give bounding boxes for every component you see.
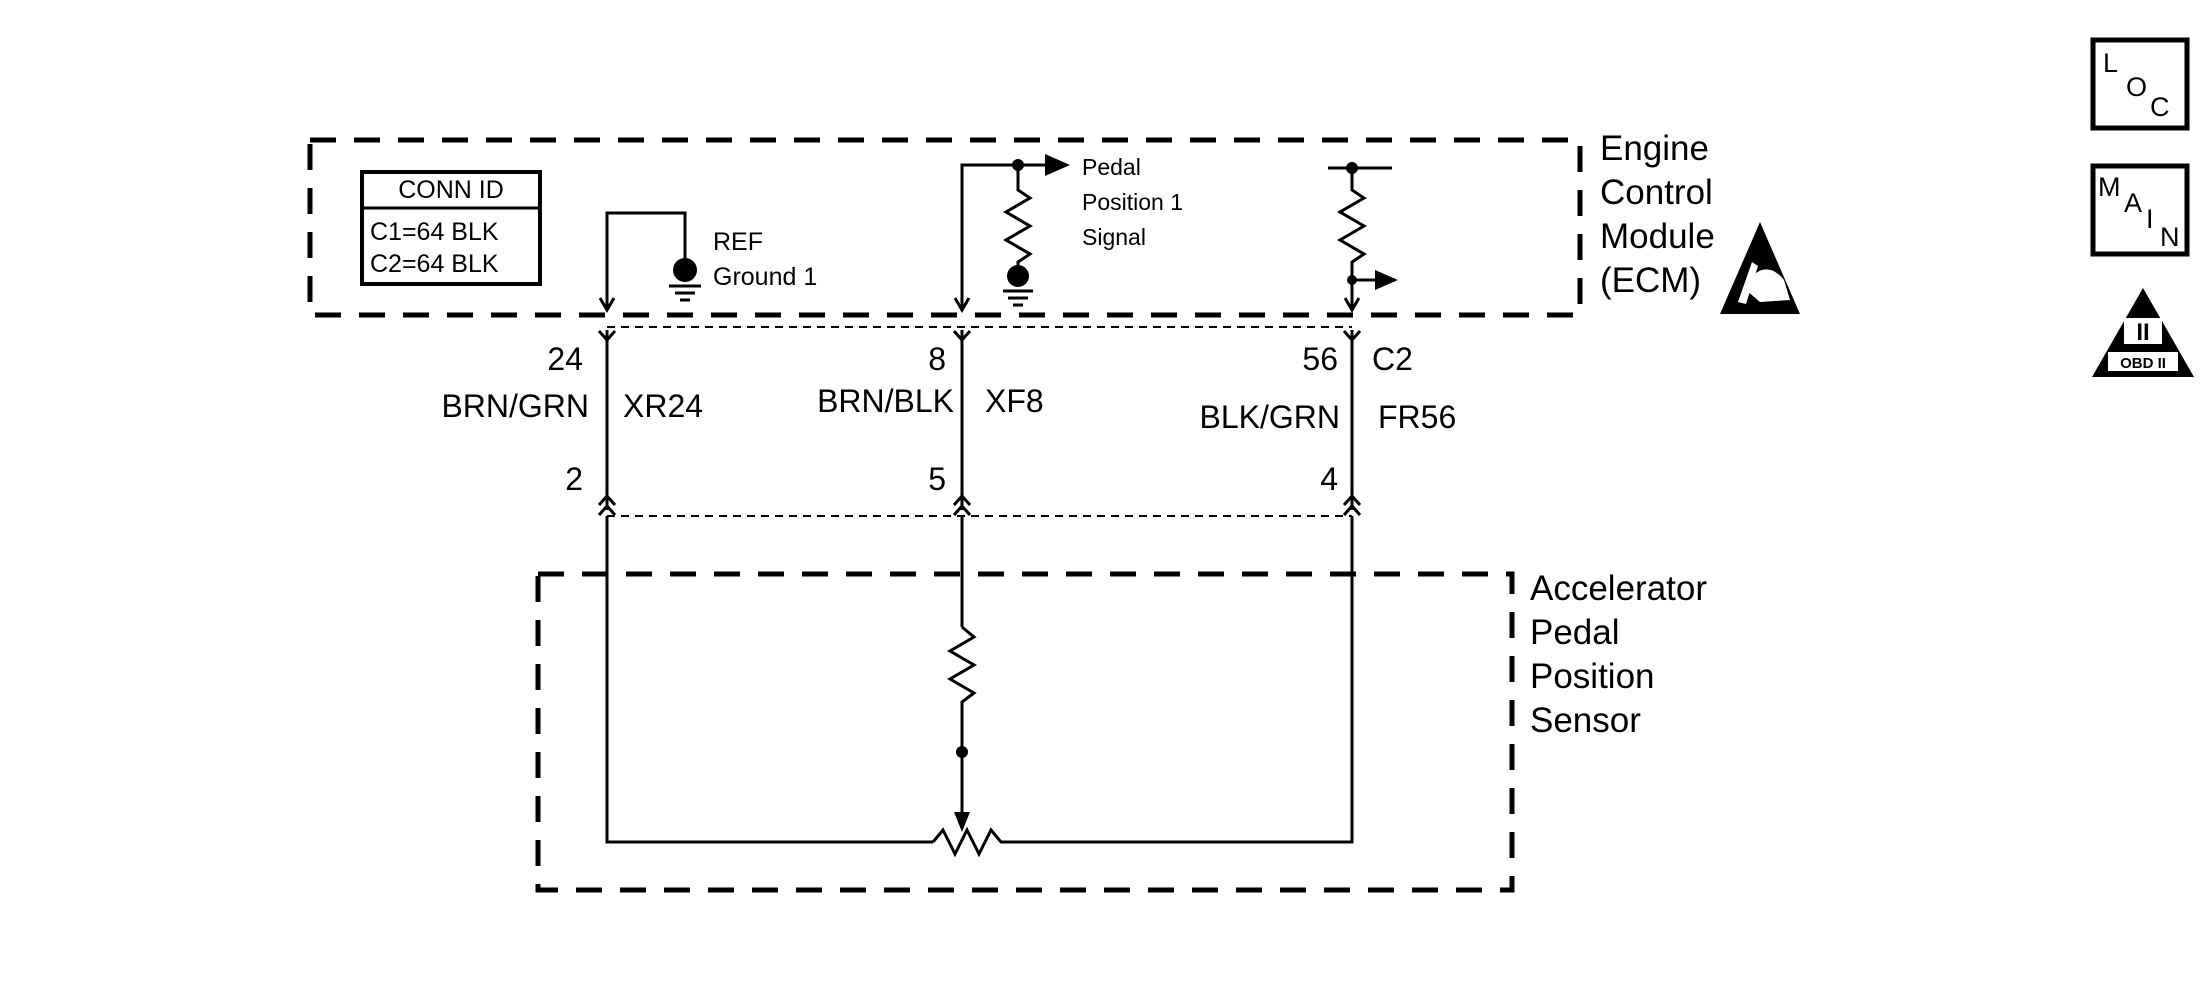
main-icon-letter: I [2146,204,2154,234]
main-icon-letter: M [2098,172,2121,202]
harness-wires [597,326,1362,517]
pedal-signal-label-line: Pedal [1082,154,1141,180]
circuit-id: XF8 [985,383,1044,419]
circuit-56-labels: 56 C2 BLK/GRN FR56 4 [1200,341,1457,497]
sensor-pin-number: 5 [928,461,946,497]
connector-name: C2 [1372,341,1413,377]
ref-ground-label: REF Ground 1 [713,228,817,291]
loc-icon-letter: C [2150,92,2170,122]
sensor-pin-number: 2 [565,461,583,497]
obd-ii-icon[interactable]: II OBD II [2092,288,2194,377]
obd-ii-numeral: II [2136,319,2149,346]
pin-56-internal-circuit [1328,162,1398,313]
ecm-pin-number: 56 [1302,341,1338,377]
wire-color: BRN/GRN [441,388,589,424]
sensor-label-line: Accelerator [1530,569,1707,608]
main-icon-letter: A [2124,188,2142,218]
conn-id-row: C2=64 BLK [370,250,499,278]
ecm-pin-number: 8 [928,341,946,377]
circuit-8-labels: 8 BRN/BLK XF8 5 [817,341,1044,497]
loc-icon-letter: L [2103,48,2118,78]
main-icon[interactable]: M A I N [2090,163,2190,257]
ecm-label-line: (ECM) [1600,261,1701,300]
conn-id-row: C1=64 BLK [370,218,499,246]
potentiometer-circuit [605,516,1354,858]
ref-ground-label-line: REF [713,228,763,256]
pedal-signal-label-line: Signal [1082,224,1146,250]
ecm-label-line: Control [1600,173,1713,212]
sensor-pin-number: 4 [1320,461,1338,497]
loc-icon[interactable]: L O C [2090,37,2190,131]
circuit-id: XR24 [623,388,703,424]
loc-icon-letter: O [2126,72,2147,102]
esd-sensitive-icon [1720,222,1800,314]
sensor-label-line: Position [1530,657,1655,696]
obd-ii-text: OBD II [2120,355,2166,372]
ref-ground-circuit [598,211,701,313]
sensor-label-line: Sensor [1530,701,1641,740]
pedal-signal-label: Pedal Position 1 Signal [1082,154,1183,250]
ecm-module-boundary [307,137,1583,318]
circuit-id: FR56 [1378,399,1456,435]
ecm-label-line: Module [1600,217,1715,256]
conn-id-table: CONN ID C1=64 BLK C2=64 BLK [360,170,542,286]
ecm-label: Engine Control Module (ECM) [1600,129,1715,300]
ecm-label-line: Engine [1600,129,1709,168]
ref-ground-label-line: Ground 1 [713,263,817,291]
circuit-24-labels: 24 BRN/GRN XR24 2 [441,341,703,497]
sensor-label-line: Pedal [1530,613,1620,652]
conn-id-title: CONN ID [398,176,504,204]
pedal-signal-label-line: Position 1 [1082,189,1183,215]
wire-color: BLK/GRN [1200,399,1340,435]
sensor-boundary [535,571,1515,893]
pedal-signal-circuit [953,154,1070,313]
ecm-pin-number: 24 [547,341,583,377]
main-icon-letter: N [2160,222,2180,252]
wire-color: BRN/BLK [817,383,954,419]
sensor-label: Accelerator Pedal Position Sensor [1530,569,1707,740]
